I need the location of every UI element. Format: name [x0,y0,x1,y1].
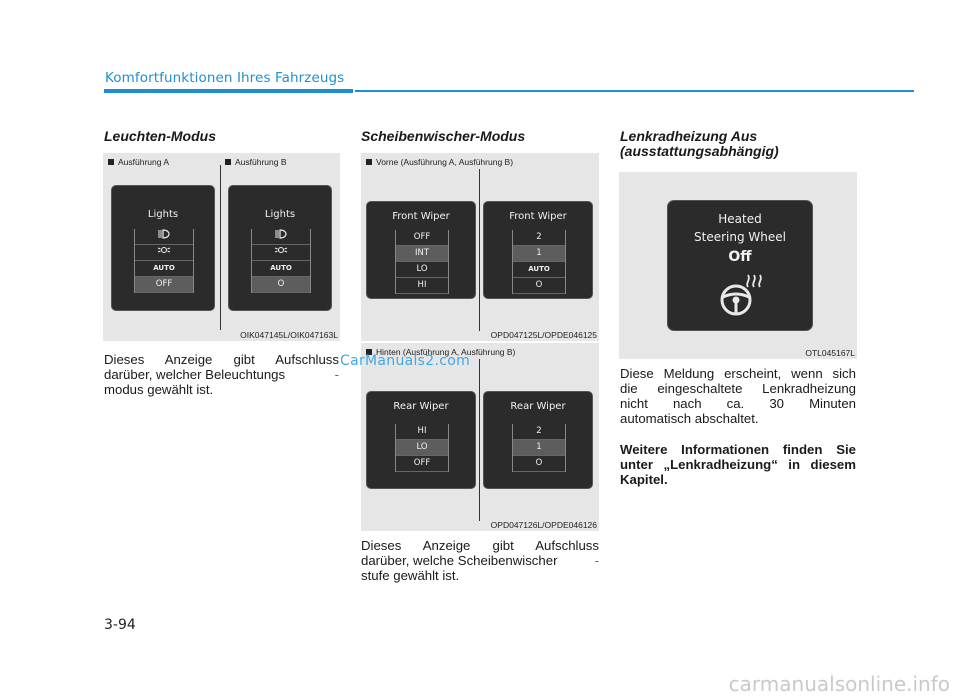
screen-title: Lights [264,209,296,220]
text-line: Dieses Anzeige gibt Aufschluss [361,538,599,553]
text-line: unter „Lenkradheizung“ in diesem [620,457,856,472]
lights-figure: Ausführung A Ausführung B Lights AUTO OF… [103,153,340,341]
menu-item-auto: AUTO [135,261,193,277]
text-line: Weitere Informationen finden Sie [620,442,856,457]
screen-title: Lights [147,209,179,220]
heated-wheel-heading: Lenkradheizung Aus (ausstattungsabhängig… [620,128,779,159]
lights-menu-a: AUTO OFF [134,229,194,293]
text-line: Kapitel. [620,472,668,487]
display-status: Off [728,249,752,265]
menu-item-selected: 1 [513,246,565,262]
wiper-description: Dieses Anzeige gibt Aufschluss darüber, … [361,538,599,583]
display-line: Heated [718,212,762,226]
menu-item-off: OFF [135,277,193,293]
menu-item: 2 [513,424,565,440]
footer-watermark[interactable]: carmanualsonline.info [728,672,950,696]
watermark-link[interactable]: CarManuals2.com [340,353,471,369]
header-rule-thin [355,90,914,92]
text-line: automatisch abschaltet. [620,411,759,426]
rear-wiper-screen-a: Rear Wiper HI LO OFF [366,391,476,489]
caption-rear: Hinten (Ausführung A, Ausführung B) [366,347,515,357]
text-line: modus gewählt ist. [104,382,214,397]
rear-wiper-menu-b: 2 1 O [512,424,566,472]
text-line: stufe gewählt ist. [361,568,460,583]
rear-wiper-screen-b: Rear Wiper 2 1 O [483,391,593,489]
menu-item-auto: AUTO [252,261,310,277]
parking-lights-icon [252,245,310,261]
figure-divider [479,169,480,331]
heated-steering-wheel-icon [718,273,766,322]
wiper-mode-heading: Scheibenwischer-Modus [361,128,526,144]
caption-variant-b: Ausführung B [225,157,287,167]
screen-title: Rear Wiper [393,401,449,412]
caption-front: Vorne (Ausführung A, Ausführung B) [366,157,513,167]
menu-item: O [513,278,565,294]
menu-item: AUTO [513,262,565,278]
menu-item: O [513,456,565,472]
rear-wiper-figure: Hinten (Ausführung A, Ausführung B) Rear… [361,343,599,531]
front-wiper-menu-b: 2 1 AUTO O [512,230,566,294]
screen-title: Front Wiper [509,211,567,222]
header-rule-thick [104,89,353,93]
screen-title: Front Wiper [392,211,450,222]
figure-code: OPD047126L/OPDE046126 [490,520,597,530]
menu-item-selected: LO [396,440,448,456]
front-wiper-screen-b: Front Wiper 2 1 AUTO O [483,201,593,299]
figure-divider [479,359,480,521]
text-line: darüber, welche Scheibenwischer- [361,553,599,568]
figure-code: OPD047125L/OPDE046125 [490,330,597,340]
menu-item: OFF [396,230,448,246]
text-line: Diese Meldung erscheint, wenn sich [620,366,856,381]
text-line: nicht nach ca. 30 Minuten [620,396,856,411]
menu-item: OFF [396,456,448,472]
figure-divider [220,165,221,330]
highbeam-icon [135,229,193,245]
screen-title: Rear Wiper [510,401,566,412]
text-line: darüber, welcher Beleuchtungs- [104,367,339,382]
heated-wheel-description: Diese Meldung erscheint, wenn sich die e… [620,366,856,426]
figure-code: OIK047145L/OIK047163L [240,330,338,340]
front-wiper-figure: Vorne (Ausführung A, Ausführung B) Front… [361,153,599,341]
page-number: 3-94 [104,617,136,633]
section-title: Komfortfunktionen Ihres Fahrzeugs [105,70,345,86]
rear-wiper-menu-a: HI LO OFF [395,424,449,472]
menu-item: HI [396,278,448,294]
caption-variant-a: Ausführung A [108,157,169,167]
front-wiper-screen-a: Front Wiper OFF INT LO HI [366,201,476,299]
highbeam-icon [252,229,310,245]
menu-item-selected: 1 [513,440,565,456]
lights-description: Dieses Anzeige gibt Aufschluss darüber, … [104,352,339,397]
text-line: Dieses Anzeige gibt Aufschluss [104,352,339,367]
menu-item-selected: INT [396,246,448,262]
lights-menu-b: AUTO O [251,229,311,293]
menu-item: LO [396,262,448,278]
figure-code: OTL045167L [805,348,855,358]
lights-mode-heading: Leuchten-Modus [104,128,216,144]
text-line: die eingeschaltete Lenkradheizung [620,381,856,396]
display-line: Steering Wheel [694,230,786,244]
heated-wheel-reference: Weitere Informationen finden Sie unter „… [620,442,856,487]
heated-wheel-figure: Heated Steering Wheel Off OTL045167L [619,172,857,359]
lights-screen-b: Lights AUTO O [228,185,332,311]
menu-item: 2 [513,230,565,246]
menu-item-off-symbol: O [252,277,310,293]
front-wiper-menu-a: OFF INT LO HI [395,230,449,294]
heated-wheel-display: Heated Steering Wheel Off [667,200,813,331]
parking-lights-icon [135,245,193,261]
lights-screen-a: Lights AUTO OFF [111,185,215,311]
menu-item: HI [396,424,448,440]
